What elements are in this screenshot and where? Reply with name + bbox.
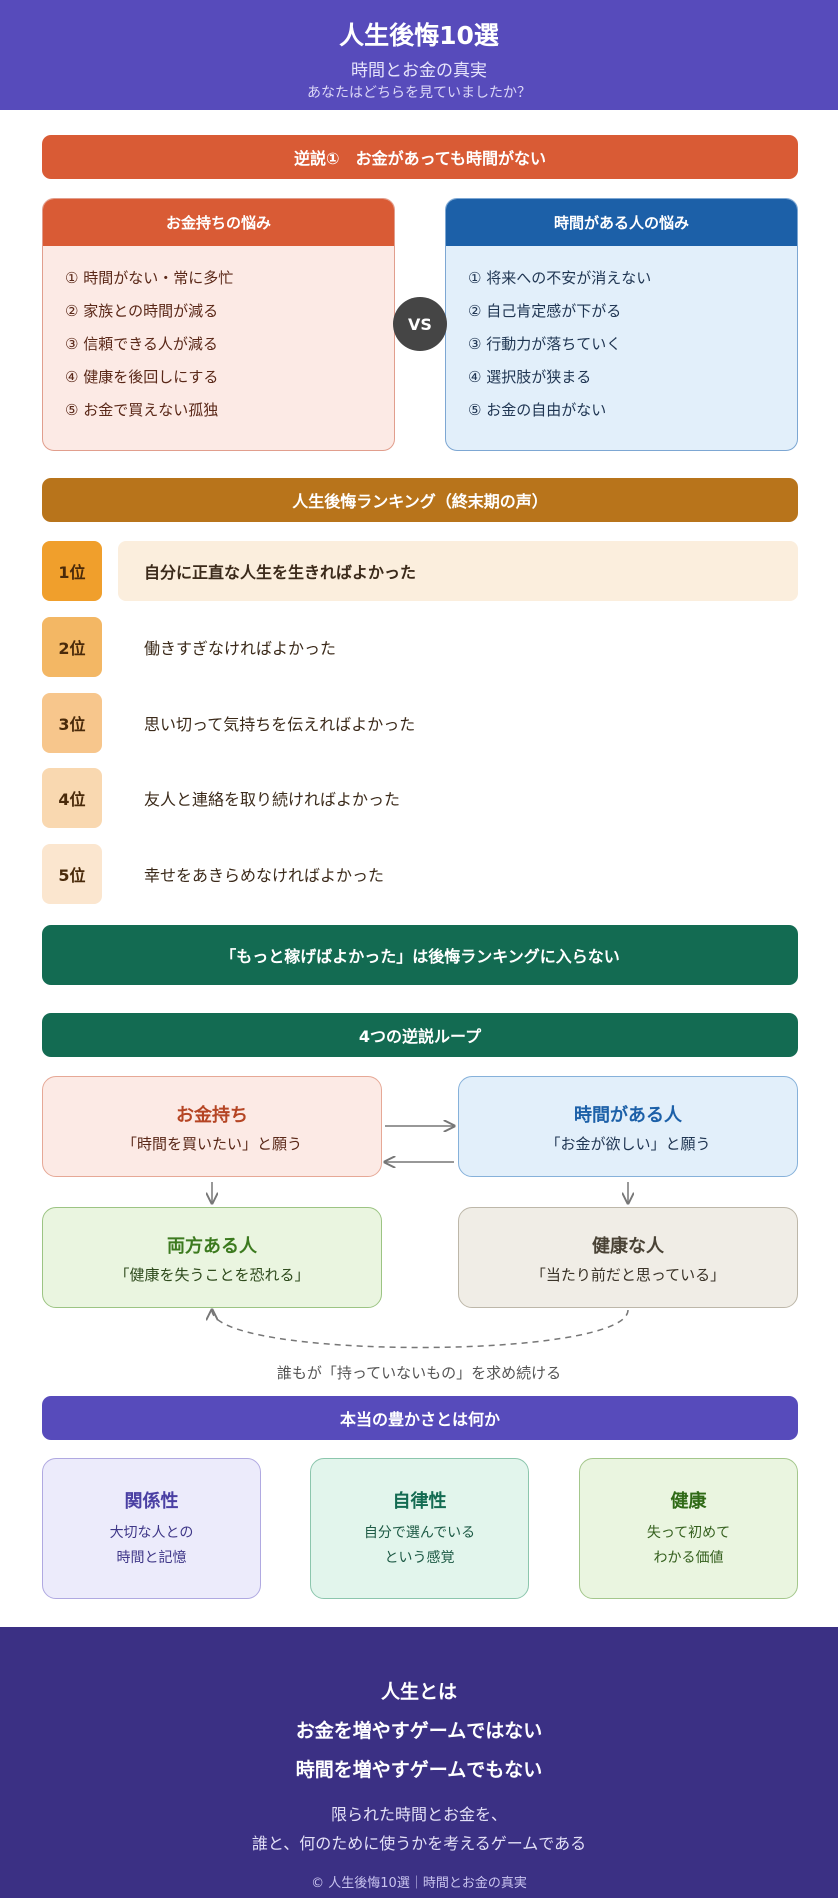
list-item: ① 将来への不安が消えない [468,269,652,287]
loop-box-sub: 「お金が欲しい」と願う [545,1135,711,1153]
richness-card-text: 大切な人との 時間と記憶 [43,1521,260,1571]
ranking-row: 5位 幸せをあきらめなければよかった [42,844,798,904]
time-worries-card: 時間がある人の悩み ① 将来への不安が消えない ② 自己肯定感が下がる ③ 行動… [445,198,798,451]
richness-line: という感覚 [384,1550,455,1566]
loop-banner: 4つの逆説ループ [42,1013,798,1057]
list-item: ⑤ お金で買えない孤独 [65,401,219,419]
page-subtitle: 時間とお金の真実 [351,61,487,81]
rich-worries-title: お金持ちの悩み [43,199,394,246]
footer-sub: 限られた時間とお金を、 [330,1805,507,1824]
rank-text: 思い切って気持ちを伝えればよかった [144,715,416,734]
ranking-note: 「もっと稼げばよかった」は後悔ランキングに入らない [42,925,798,985]
loop-box-title: お金持ち [176,1105,248,1126]
richness-card-text: 自分で選んでいる という感覚 [311,1521,528,1571]
loop-box-title: 健康な人 [592,1236,664,1257]
rank-badge: 4位 [42,768,102,828]
page-header: 人生後悔10選 時間とお金の真実 あなたはどちらを見ていましたか？ [0,0,838,110]
time-worries-title: 時間がある人の悩み [446,199,797,246]
ranking-row: 3位 思い切って気持ちを伝えればよかった [42,693,798,753]
rank-text: 友人と連絡を取り続ければよかった [144,790,401,809]
footer-line: 時間を増やすゲームでもない [295,1759,543,1781]
loop-arrows [0,1070,838,1349]
loop-box-sub: 「当たり前だと思っている」 [530,1266,726,1284]
page-footer: 人生とは お金を増やすゲームではない 時間を増やすゲームでもない 限られた時間と… [0,1627,838,1898]
richness-line: わかる価値 [653,1550,724,1566]
loop-box-time: 時間がある人 「お金が欲しい」と願う [458,1076,798,1177]
list-item: ④ 選択肢が狭まる [468,368,592,386]
loop-return-arrow-icon [212,1310,629,1349]
rank-text: 働きすぎなければよかった [144,639,337,658]
richness-card-text: 失って初めて わかる価値 [580,1521,797,1571]
rich-worries-card: お金持ちの悩み ① 時間がない・常に多忙 ② 家族との時間が減る ③ 信頼できる… [42,198,395,451]
richness-card-title: 自律性 [392,1491,447,1512]
page-title: 人生後悔10選 [339,21,499,50]
footer-line: お金を増やすゲームではない [295,1720,543,1742]
richness-line: 自分で選んでいる [363,1525,476,1541]
ranking-row: 4位 友人と連絡を取り続ければよかった [42,768,798,828]
list-item: ② 家族との時間が減る [65,302,219,320]
richness-card-relationship: 関係性 大切な人との 時間と記憶 [42,1458,261,1599]
rank-text: 自分に正直な人生を生きればよかった [118,541,798,601]
loop-box-rich: お金持ち 「時間を買いたい」と願う [42,1076,382,1177]
loop-box-both: 両方ある人 「健康を失うことを恐れる」 [42,1207,382,1308]
paradox-banner: 逆説① お金があっても時間がない [42,135,798,179]
vs-badge: VS [393,297,447,351]
footer-sub: 誰と、何のために使うかを考えるゲームである [251,1834,587,1853]
loop-box-sub: 「健康を失うことを恐れる」 [114,1266,310,1284]
footer-line: 人生とは [380,1681,457,1703]
page-question: あなたはどちらを見ていましたか？ [307,85,531,101]
rank-badge: 2位 [42,617,102,677]
ranking-row: 1位 自分に正直な人生を生きればよかった [42,541,798,601]
list-item: ③ 行動力が落ちていく [468,335,622,353]
richness-card-title: 健康 [670,1491,707,1512]
rank-badge: 1位 [42,541,102,601]
loop-box-title: 両方ある人 [167,1236,257,1257]
richness-line: 大切な人との [109,1525,194,1541]
list-item: ② 自己肯定感が下がる [468,302,622,320]
rich-worries-list: ① 時間がない・常に多忙 ② 家族との時間が減る ③ 信頼できる人が減る ④ 健… [43,246,394,427]
loop-box-title: 時間がある人 [574,1105,682,1126]
richness-line: 時間と記憶 [116,1550,187,1566]
rank-badge: 3位 [42,693,102,753]
loop-box-healthy: 健康な人 「当たり前だと思っている」 [458,1207,798,1308]
richness-banner: 本当の豊かさとは何か [42,1396,798,1440]
rank-text: 幸せをあきらめなければよかった [144,866,385,885]
ranking-banner: 人生後悔ランキング（終末期の声） [42,478,798,522]
ranking-row: 2位 働きすぎなければよかった [42,617,798,677]
loop-box-sub: 「時間を買いたい」と願う [121,1135,302,1153]
richness-card-title: 関係性 [124,1491,179,1512]
time-worries-list: ① 将来への不安が消えない ② 自己肯定感が下がる ③ 行動力が落ちていく ④ … [446,246,797,427]
richness-line: 失って初めて [646,1525,731,1541]
richness-card-health: 健康 失って初めて わかる価値 [579,1458,798,1599]
list-item: ④ 健康を後回しにする [65,368,219,386]
footer-copyright: © 人生後悔10選｜時間とお金の真実 [311,1876,527,1891]
list-item: ① 時間がない・常に多忙 [65,269,234,287]
rank-badge: 5位 [42,844,102,904]
richness-card-autonomy: 自律性 自分で選んでいる という感覚 [310,1458,529,1599]
list-item: ⑤ お金の自由がない [468,401,607,419]
list-item: ③ 信頼できる人が減る [65,335,218,353]
loop-caption: 誰もが「持っていないもの」を求め続ける [276,1364,562,1382]
